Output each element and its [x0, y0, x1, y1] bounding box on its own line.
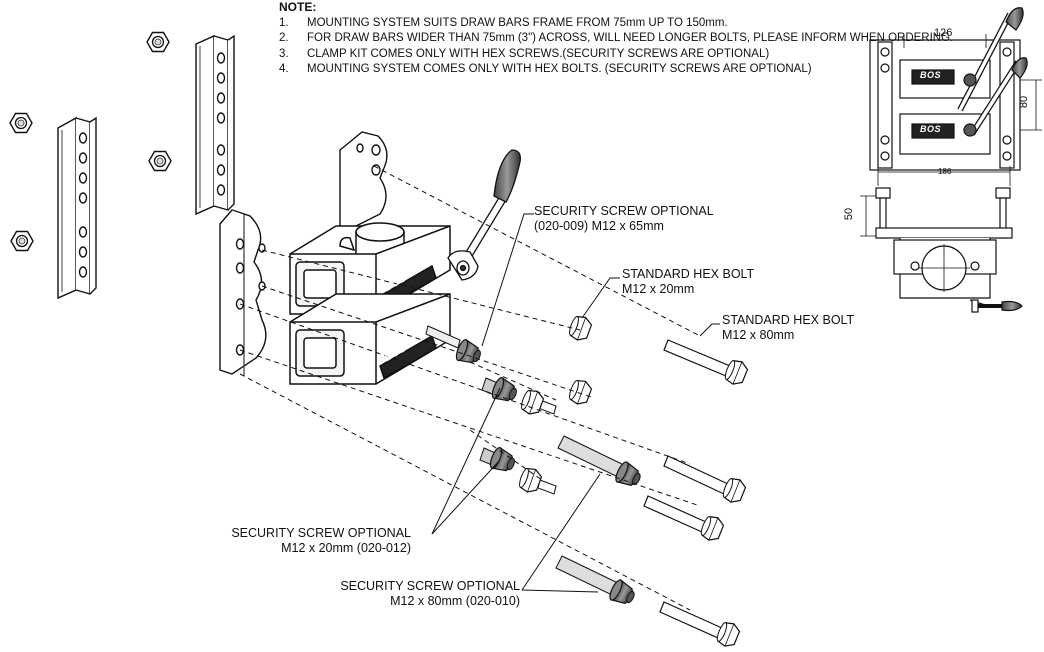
mounting-plate-upper: [339, 131, 388, 233]
assembly-centerlines: [239, 165, 701, 611]
security-screw-80mm-upper: [557, 435, 645, 491]
notes-block: NOTE: 1.MOUNTING SYSTEM SUITS DRAW BARS …: [279, 0, 953, 78]
hex-bolt-80mm-c: [643, 495, 726, 544]
brand-mark-front-lower: BOS: [920, 124, 942, 134]
hex-bolt-20mm-c: [566, 377, 594, 408]
note-item-1: 1.MOUNTING SYSTEM SUITS DRAW BARS FRAME …: [279, 16, 728, 29]
note-item-3: 3.CLAMP KIT COMES ONLY WITH HEX SCREWS.(…: [279, 47, 770, 60]
mounting-plate-lower: [219, 209, 267, 376]
dimension-top-width: 126: [934, 27, 953, 39]
callout-security-screw-20mm: SECURITY SCREW OPTIONAL M12 x 20mm (020-…: [231, 526, 411, 555]
hex-bolt-20mm-d: [516, 465, 557, 496]
security-screw-80mm-lower: [555, 555, 639, 609]
nut-top-right: [146, 31, 170, 53]
callout-leaders: [431, 213, 720, 593]
dimension-bottom-width: 186: [938, 167, 952, 176]
hex-bolt-80mm-a: [663, 339, 750, 388]
front-view-drawing: [869, 7, 1042, 171]
nut-top-left: [9, 112, 33, 134]
clamp-handle-lever: [447, 149, 521, 281]
note-item-2: 2.FOR DRAW BARS WIDER THAN 75mm (3") ACR…: [279, 32, 954, 44]
callout-security-screw-80mm: SECURITY SCREW OPTIONAL M12 x 80mm (020-…: [340, 579, 520, 608]
callout-security-screw-65mm: SECURITY SCREW OPTIONAL (020-009) M12 x …: [534, 204, 714, 233]
clamp-body-upper: [289, 222, 451, 315]
channel-bar-right: [195, 34, 235, 216]
brand-mark-front-upper: BOS: [920, 70, 942, 80]
nut-bottom-left: [10, 230, 34, 252]
nut-mid-right: [148, 150, 172, 172]
security-screw-65mm: [425, 325, 485, 368]
hex-bolt-80mm-d: [659, 601, 742, 650]
dimension-side-height: 50: [843, 207, 856, 221]
dimension-height: 80: [1018, 95, 1031, 109]
hex-bolt-80mm-b: [663, 455, 748, 506]
top-view-drawing: [860, 166, 1023, 313]
callout-hex-bolt-20mm: STANDARD HEX BOLT M12 x 20mm: [622, 267, 755, 296]
notes-title: NOTE:: [279, 0, 317, 14]
note-item-4: 4.MOUNTING SYSTEM COMES ONLY WITH HEX BO…: [279, 63, 812, 75]
channel-bar-left: [57, 116, 97, 300]
hex-bolt-20mm-b: [518, 387, 557, 418]
clamp-body-lower: [289, 293, 451, 385]
callout-hex-bolt-80mm: STANDARD HEX BOLT M12 x 80mm: [722, 313, 855, 342]
